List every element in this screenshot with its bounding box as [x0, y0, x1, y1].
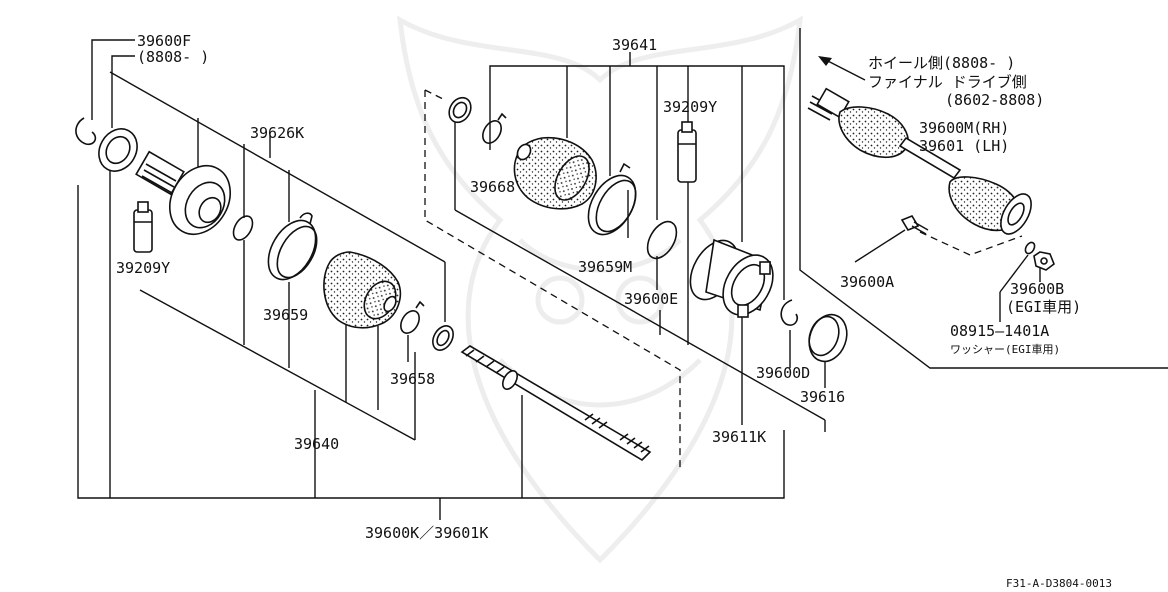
label-39640: 39640 — [294, 435, 339, 453]
label-39600D: 39600D — [756, 364, 810, 382]
arrow-icon — [818, 56, 866, 81]
label-08915: 08915―1401A — [950, 322, 1049, 340]
label-39600B-note: (EGI車用) — [1006, 298, 1081, 316]
label-39611K: 39611K — [712, 428, 766, 446]
label-39601-LH: 39601 (LH) — [919, 137, 1009, 155]
drawing-code: F31-A-D3804-0013 — [1006, 577, 1112, 590]
complete-drive-shaft-39600M — [807, 87, 1032, 235]
label-39600E: 39600E — [624, 290, 678, 308]
label-39600F-range: (8808- ) — [137, 48, 209, 66]
seal-ring-left — [98, 128, 138, 172]
label-39600K-39601K: 39600K／39601K — [365, 524, 488, 542]
snap-ring-39600D — [780, 299, 799, 326]
drive-shaft — [460, 345, 652, 462]
boot-39641 — [513, 136, 597, 210]
snap-ring-39600F — [75, 117, 97, 146]
grease-tube-upper — [677, 121, 697, 183]
small-o-ring-left — [232, 215, 254, 241]
label-39209Y-left: 39209Y — [116, 259, 170, 277]
label-39616: 39616 — [800, 388, 845, 406]
nut-39600B — [1033, 251, 1055, 271]
seal-ring-upper — [448, 96, 472, 124]
label-39626K: 39626K — [250, 124, 304, 142]
boot-band-39659M — [587, 162, 637, 236]
small-band-39668 — [482, 112, 507, 144]
cap-39616 — [808, 313, 848, 363]
inset-line-2: ファイナル ドライブ側 — [868, 73, 1027, 91]
inner-joint-housing-39611K — [689, 238, 774, 318]
label-39600A: 39600A — [840, 273, 894, 291]
washer-08915 — [1024, 241, 1036, 255]
label-39600F: 39600F — [137, 32, 191, 50]
boot-39640 — [323, 251, 402, 329]
leader-lines — [77, 28, 1168, 520]
small-band-39658 — [400, 300, 425, 334]
label-39668: 39668 — [470, 178, 515, 196]
bolt-39600A — [900, 215, 929, 235]
label-39209Y-top: 39209Y — [663, 98, 717, 116]
label-39658: 39658 — [390, 370, 435, 388]
label-39659M: 39659M — [578, 258, 632, 276]
o-ring-39600E — [646, 220, 678, 260]
label-39641: 39641 — [612, 36, 657, 54]
boot-band-39659 — [267, 212, 318, 281]
seal-ring-mid — [432, 325, 454, 351]
grease-tube-left — [133, 201, 153, 253]
label-08915-note-prefix: ワッシャー(EGI車用) — [950, 342, 1060, 356]
inset-line-3: (8602-8808) — [945, 91, 1044, 109]
inset-line-1: ホイール側(8808- ) — [868, 54, 1015, 72]
label-39600M-RH: 39600M(RH) — [919, 119, 1009, 137]
label-39659: 39659 — [263, 306, 308, 324]
outer-joint-housing — [135, 150, 231, 235]
label-39600B: 39600B — [1010, 280, 1064, 298]
part-labels: 39600F (8808- ) 39641 39626K 39209Y 3966… — [116, 32, 1112, 590]
